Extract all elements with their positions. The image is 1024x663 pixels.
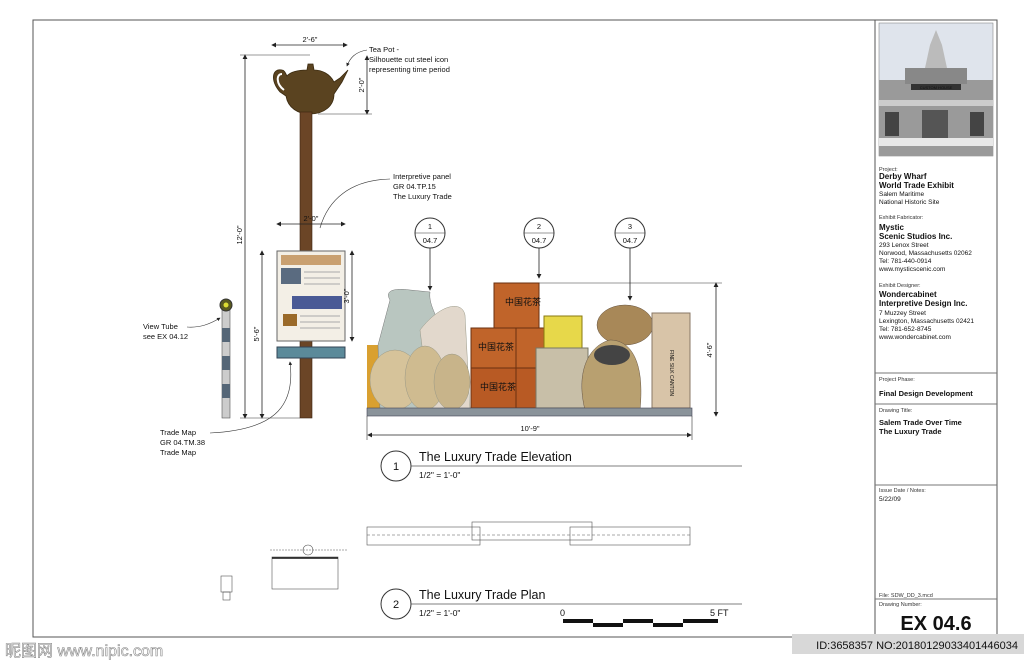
svg-text:7 Muzzey Street: 7 Muzzey Street xyxy=(879,310,926,317)
svg-text:Drawing Title:: Drawing Title: xyxy=(879,408,913,414)
display-width-dimension: 10'-9" xyxy=(520,424,539,433)
svg-text:Derby Wharf: Derby Wharf xyxy=(879,172,927,181)
svg-text:2: 2 xyxy=(537,222,541,231)
teapot-note-line: Tea Pot - xyxy=(369,45,400,54)
svg-text:5 FT: 5 FT xyxy=(710,608,729,618)
panel-note-line: GR 04.TP.15 xyxy=(393,182,436,191)
view-title-plan: 2 The Luxury Trade Plan 1/2" = 1'-0" xyxy=(380,588,742,620)
watermark-right: ID:3658357 NO:20180129033401446034 xyxy=(816,640,1018,652)
teapot-icon xyxy=(273,63,349,115)
teapot-width-dimension: 2'-6" xyxy=(303,35,318,44)
teapot-note-line: Silhouette cut steel icon xyxy=(369,55,448,64)
svg-text:Drawing Number:: Drawing Number: xyxy=(879,602,922,608)
svg-text:1/2" = 1'-0": 1/2" = 1'-0" xyxy=(419,608,460,618)
svg-text:www.wondercabinet.com: www.wondercabinet.com xyxy=(878,334,951,341)
svg-text:The Luxury Trade Elevation: The Luxury Trade Elevation xyxy=(419,450,572,464)
panel-note-line: The Luxury Trade xyxy=(393,192,452,201)
svg-text:0: 0 xyxy=(560,608,565,618)
trade-map-note-line: GR 04.TM.38 xyxy=(160,438,205,447)
panel-note-line: Interpretive panel xyxy=(393,172,451,181)
svg-text:www.mysticscenic.com: www.mysticscenic.com xyxy=(878,266,945,273)
svg-text:3: 3 xyxy=(628,222,632,231)
teapot-height-dimension: 2'-0" xyxy=(357,77,366,92)
view-tube-note-line: View Tube xyxy=(143,322,178,331)
svg-text:04.7: 04.7 xyxy=(423,236,438,245)
trade-map xyxy=(276,346,346,359)
svg-text:Norwood, Massachusetts 02062: Norwood, Massachusetts 02062 xyxy=(879,250,972,257)
svg-text:Final Design Development: Final Design Development xyxy=(879,389,973,398)
crate-label: 中国花茶 xyxy=(505,296,541,307)
svg-text:CUSTOM HOUSE: CUSTOM HOUSE xyxy=(920,85,953,90)
svg-text:2: 2 xyxy=(393,599,399,611)
view-tube-note-line: see EX 04.12 xyxy=(143,332,188,341)
overall-height-dimension: 12'-0" xyxy=(235,225,244,244)
scale-bar: 0 5 FT xyxy=(560,608,729,627)
plan-view xyxy=(220,521,691,601)
trade-map-note-line: Trade Map xyxy=(160,428,196,437)
teapot-note-line: representing time period xyxy=(369,65,450,74)
svg-text:04.7: 04.7 xyxy=(623,236,638,245)
detail-bubble-3[interactable]: 3 04.7 xyxy=(614,217,646,301)
svg-text:5/22/09: 5/22/09 xyxy=(879,496,901,503)
svg-text:Exhibit Fabricator:: Exhibit Fabricator: xyxy=(879,215,924,221)
svg-text:1/2" = 1'-0": 1/2" = 1'-0" xyxy=(419,470,460,480)
detail-bubble-2[interactable]: 2 04.7 xyxy=(523,217,555,279)
svg-text:Interpretive Design Inc.: Interpretive Design Inc. xyxy=(879,299,967,308)
svg-text:The Luxury Trade Plan: The Luxury Trade Plan xyxy=(419,588,546,602)
svg-text:Exhibit Designer:: Exhibit Designer: xyxy=(879,283,921,289)
display-base xyxy=(366,407,693,417)
svg-text:1: 1 xyxy=(393,461,399,473)
svg-text:Tel: 781-440-0914: Tel: 781-440-0914 xyxy=(879,258,932,265)
crate-label: FINE SILK CANTON xyxy=(668,350,674,396)
svg-text:Salem Maritime: Salem Maritime xyxy=(879,191,925,198)
sheet-border xyxy=(32,19,998,638)
svg-text:Lexington, Massachusetts 02421: Lexington, Massachusetts 02421 xyxy=(879,318,974,325)
view-title-elevation: 1 The Luxury Trade Elevation 1/2" = 1'-0… xyxy=(380,450,742,482)
panel-width-dimension: 2'-0" xyxy=(304,214,319,223)
svg-text:Wondercabinet: Wondercabinet xyxy=(879,290,937,299)
display-height-dimension: 4'-6" xyxy=(705,342,714,357)
svg-text:Mystic: Mystic xyxy=(879,223,904,232)
watermark-id-background xyxy=(792,634,1024,654)
svg-text:World Trade Exhibit: World Trade Exhibit xyxy=(879,181,954,190)
svg-text:File: SDW_DD_3.mcd: File: SDW_DD_3.mcd xyxy=(879,593,933,599)
title-block-text: Project: Derby Wharf World Trade Exhibit… xyxy=(875,167,997,635)
svg-text:National Historic Site: National Historic Site xyxy=(879,199,940,206)
svg-text:Salem Trade Over Time: Salem Trade Over Time xyxy=(879,418,962,427)
svg-text:1: 1 xyxy=(428,222,432,231)
svg-text:Project Phase:: Project Phase: xyxy=(879,377,915,383)
watermark-left: 昵图网 www.nipic.com xyxy=(5,643,163,660)
view-tube xyxy=(219,298,233,419)
svg-text:The Luxury Trade: The Luxury Trade xyxy=(879,427,942,436)
panel-bottom-dimension: 5'-6" xyxy=(252,326,261,341)
svg-text:04.7: 04.7 xyxy=(532,236,547,245)
goods-display: 中国花茶 中国花茶 中国花茶 FINE SILK CANTON xyxy=(367,282,691,411)
svg-text:Scenic Studios Inc.: Scenic Studios Inc. xyxy=(879,232,952,241)
svg-text:Issue Date / Notes:: Issue Date / Notes: xyxy=(879,488,926,494)
svg-text:Tel: 781-652-8745: Tel: 781-652-8745 xyxy=(879,326,932,333)
trade-map-note-line: Trade Map xyxy=(160,448,196,457)
crate-label: 中国花茶 xyxy=(478,341,514,352)
svg-text:Project:: Project: xyxy=(879,167,898,173)
crate-label: 中国花茶 xyxy=(480,381,516,392)
detail-bubble-1[interactable]: 1 04.7 xyxy=(414,217,446,291)
drawing-number: EX 04.6 xyxy=(900,613,971,635)
panel-height-dimension: 3'-0" xyxy=(342,288,351,303)
svg-text:293 Lenox Street: 293 Lenox Street xyxy=(879,242,929,249)
title-block-photo: CUSTOM HOUSE xyxy=(878,22,994,157)
interpretive-panel xyxy=(276,250,346,342)
